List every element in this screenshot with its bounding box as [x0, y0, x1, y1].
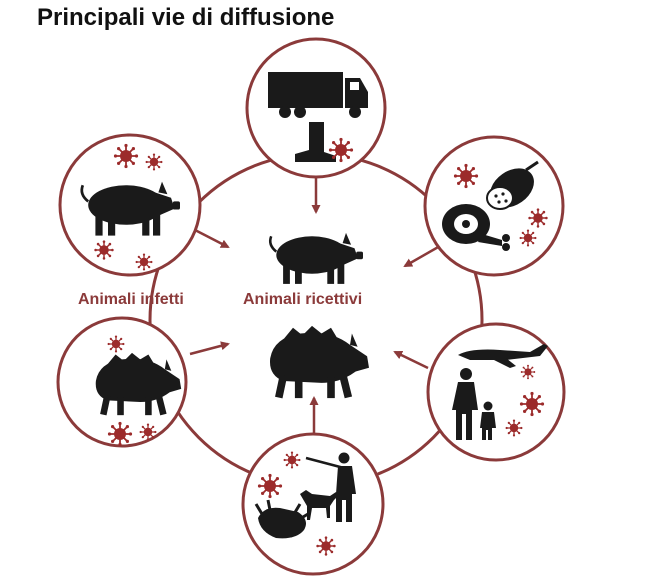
- node-hunting: [241, 432, 385, 576]
- truck-icon: [268, 72, 368, 118]
- wild-boar-icon: [269, 325, 369, 399]
- ham-icon: [442, 204, 510, 251]
- boot-icon: [295, 122, 336, 162]
- virus-icon: [256, 472, 284, 500]
- pig-icon: [268, 231, 365, 286]
- people-icon: [452, 368, 496, 440]
- label-receptive-animals: Animali ricettivi: [243, 291, 362, 308]
- salami-icon: [486, 160, 539, 210]
- virus-icon: [327, 136, 355, 164]
- virus-icon: [144, 152, 164, 172]
- virus-icon: [452, 162, 480, 190]
- virus-icon: [504, 418, 524, 438]
- node-travel: [426, 322, 566, 462]
- dog-icon: [300, 490, 340, 520]
- label-infected-animals: Animali infetti: [78, 291, 184, 308]
- arrow-food: [403, 244, 441, 268]
- virus-icon: [519, 390, 545, 418]
- virus-icon: [520, 364, 536, 380]
- virus-icon: [134, 252, 154, 272]
- arrow-infected-pig: [194, 228, 230, 249]
- virus-icon: [527, 207, 549, 229]
- virus-icon: [106, 334, 126, 354]
- node-infected-pig: [58, 133, 202, 277]
- node-infected-boar: [56, 316, 188, 448]
- center-receptive-animals: [268, 231, 369, 399]
- virus-icon: [93, 239, 115, 261]
- virus-icon: [518, 228, 538, 248]
- virus-icon: [138, 422, 158, 442]
- airplane-icon: [458, 344, 548, 368]
- node-food: [423, 135, 565, 277]
- virus-icon: [113, 142, 140, 170]
- page-title: Principali vie di diffusione: [37, 4, 335, 31]
- virus-icon: [282, 450, 302, 470]
- boar-carcass-icon: [254, 499, 309, 539]
- arrow-travel: [393, 350, 429, 370]
- hunter-icon: [305, 452, 356, 522]
- arrow-infected-boar: [189, 341, 230, 356]
- node-transport: [245, 37, 387, 179]
- virus-icon: [315, 535, 337, 557]
- virus-icon: [107, 420, 134, 448]
